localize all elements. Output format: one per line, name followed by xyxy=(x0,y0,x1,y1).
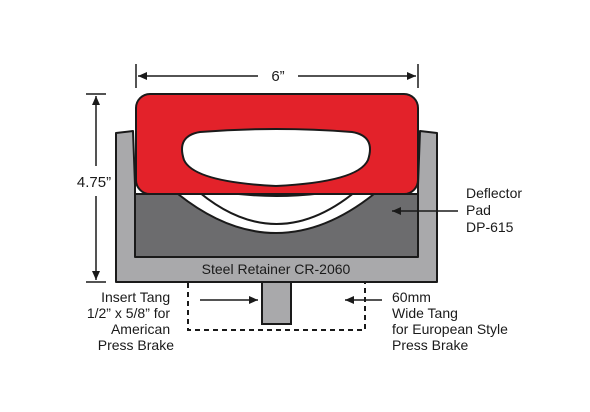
retainer-label: Steel Retainer CR-2060 xyxy=(202,261,351,277)
wide-tang-outline xyxy=(187,283,366,331)
deflector-pad-label: Deflector Pad DP-615 xyxy=(466,185,526,235)
wide-tang-line-4: Press Brake xyxy=(392,337,468,353)
red-pad-slot xyxy=(181,128,371,187)
wide-tang-line-2: Wide Tang xyxy=(392,305,458,321)
insert-tang-line-3: American xyxy=(111,321,170,337)
deflector-pad-line-3: DP-615 xyxy=(466,219,514,235)
deflector-pad-line-1: Deflector xyxy=(466,185,522,201)
wide-tang-label: 60mm Wide Tang for European Style Press … xyxy=(392,289,512,353)
insert-tang-label: Insert Tang 1/2” x 5/8” for American Pre… xyxy=(87,289,174,353)
wide-tang-line-3: for European Style xyxy=(392,321,508,337)
insert-tang-line-4: Press Brake xyxy=(98,337,174,353)
width-dimension-label: 6” xyxy=(271,68,284,85)
insert-tang-line-1: Insert Tang xyxy=(101,289,170,305)
insert-tang-line-2: 1/2” x 5/8” for xyxy=(87,305,171,321)
deflector-pad-line-2: Pad xyxy=(466,202,491,218)
height-dimension-label: 4.75” xyxy=(77,174,111,191)
wide-tang-line-1: 60mm xyxy=(392,289,431,305)
insert-tang xyxy=(261,281,292,325)
